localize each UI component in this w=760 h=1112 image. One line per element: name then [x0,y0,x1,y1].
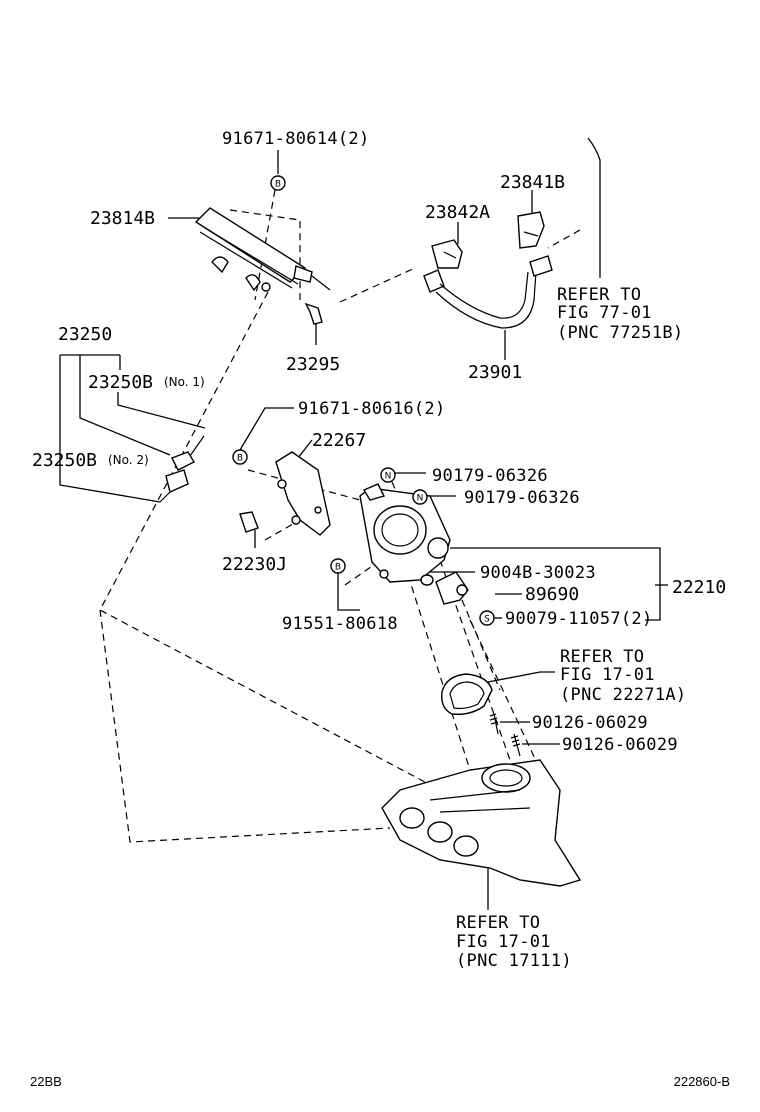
sensor-89690 [435,571,469,605]
label-refer-22271-line1: REFER TO [560,647,644,667]
label-refer-17111-line2: FIG 17-01 [456,932,551,952]
label-9004b-30023: 9004B-30023 [480,563,596,583]
bracket-22267 [275,451,331,536]
label-91551-80618: 91551-80618 [282,614,398,634]
callout-n-text-1: N [385,472,392,482]
stud-90126-b [510,733,521,757]
label-91671-80616: 91671-80616(2) [298,399,446,419]
sensor-22230j [239,511,259,533]
label-refer-77-line2: FIG 77-01 [557,303,652,323]
callout-n-2: N [412,489,428,505]
fuel-rail-23814b [194,207,331,292]
label-89690: 89690 [525,584,579,605]
label-22210: 22210 [672,577,726,598]
injector-23250b-no1 [171,435,205,471]
callout-b-1: B [270,175,286,191]
stud-90126-a [489,713,499,735]
label-91671-80614: 91671-80614(2) [222,129,370,149]
label-refer-17111-line1: REFER TO [456,913,540,933]
callout-n-1: N [380,467,396,483]
fuel-hose-23901 [423,255,553,329]
label-refer-17111-line3: (PNC 17111) [456,951,572,971]
callout-s-text-1: S [484,615,490,625]
footer-left-code: 22BB [30,1074,62,1089]
callout-b-text-1: B [275,180,281,190]
callout-s-1: S [479,610,495,626]
o-ring-9004b [420,574,434,586]
label-refer-22271-line2: FIG 17-01 [560,665,655,685]
label-22230j: 22230J [222,554,287,575]
clip-23295 [304,302,323,325]
label-22267: 22267 [312,430,366,451]
label-23841b: 23841B [500,172,565,193]
label-90179-06326-a: 90179-06326 [432,466,548,486]
callout-b-text-3: B [335,563,341,573]
label-23901: 23901 [468,362,522,383]
clamp-23841b [517,211,545,249]
throttle-body-22210 [359,483,451,583]
intake-manifold-17111 [381,759,582,887]
label-23295: 23295 [286,354,340,375]
footer-right-code: 222860-B [674,1074,730,1089]
label-23250b-no1-sub: (No. 1) [164,375,205,389]
dashed-guides [99,189,581,843]
label-refer-22271-line3: (PNC 22271A) [560,685,686,705]
label-23250b-no1: 23250B [88,372,153,393]
label-23250b-no2-sub: (No. 2) [108,453,149,467]
gasket-22271a [441,673,493,716]
callout-b-3: B [330,558,346,574]
label-refer-77-line1: REFER TO [557,285,641,305]
injector-23250b-no2 [159,469,189,503]
leader-lines [59,137,668,910]
label-23842a: 23842A [425,202,490,223]
label-23250: 23250 [58,324,112,345]
label-90179-06326-b: 90179-06326 [464,488,580,508]
label-90079-11057: 90079-11057(2) [505,609,653,629]
part-labels: 91671-80614(2) 23814B 23842A 23841B REFE… [32,129,726,971]
label-90126-06029-b: 90126-06029 [562,735,678,755]
label-refer-77-line3: (PNC 77251B) [557,323,683,343]
clamp-23842a [431,239,463,269]
callout-b-2: B [232,449,248,465]
callout-n-text-2: N [417,494,424,504]
label-90126-06029-a: 90126-06029 [532,713,648,733]
label-23250b-no2: 23250B [32,450,97,471]
label-23814b: 23814B [90,208,155,229]
callout-b-text-2: B [237,454,243,464]
